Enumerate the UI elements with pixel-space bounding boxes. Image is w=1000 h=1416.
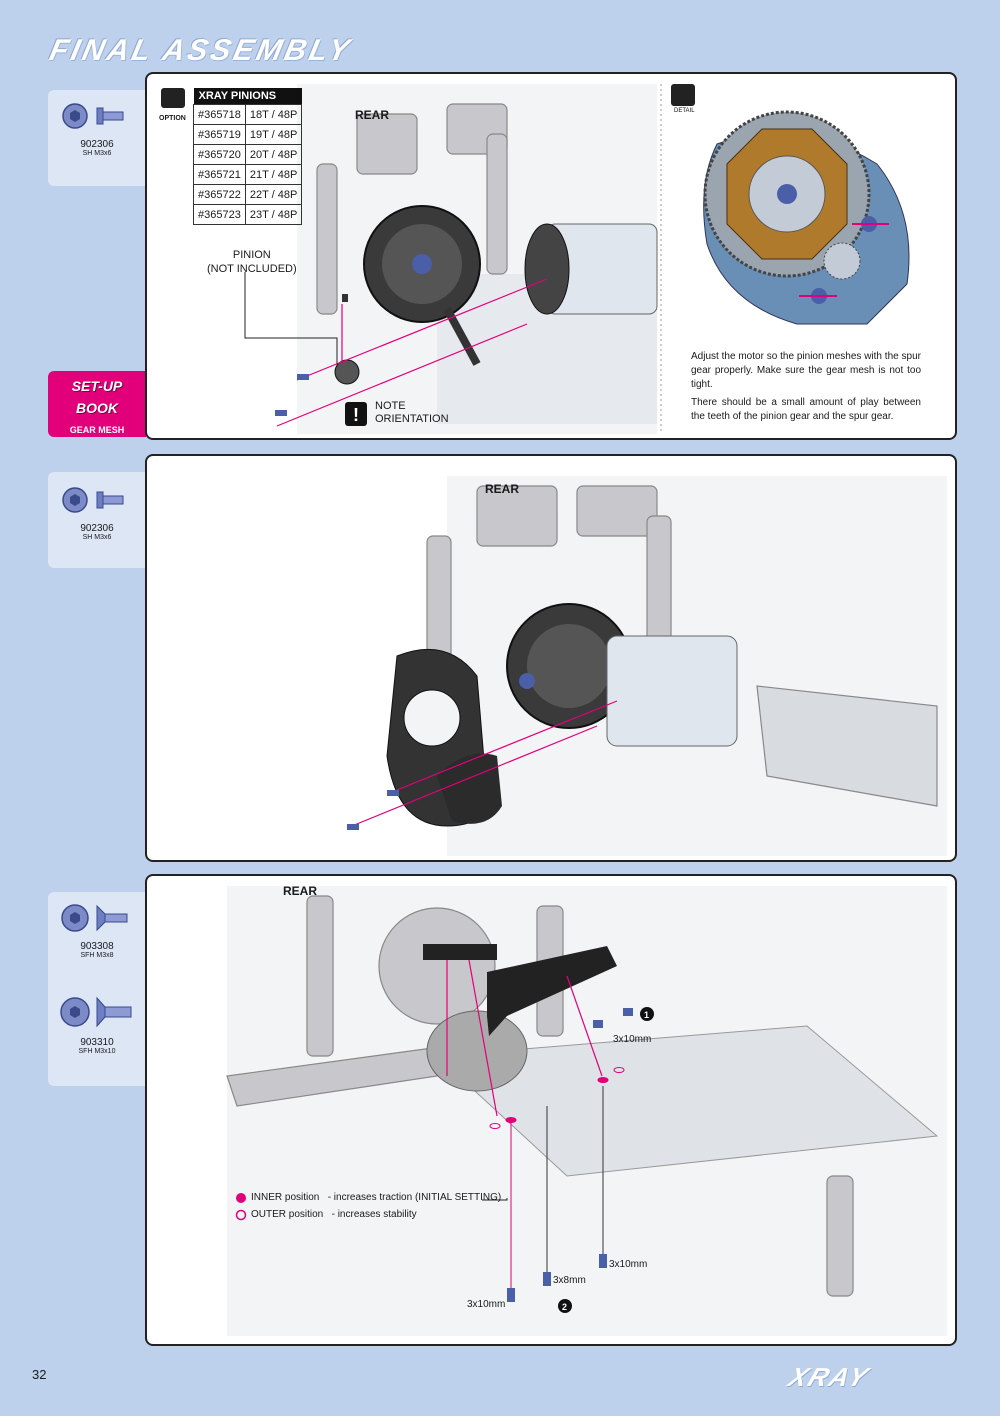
part-number: 902306 <box>80 523 114 534</box>
part-desc: SFH M3x8 <box>80 952 114 959</box>
instruction-1: Adjust the motor so the pinion meshes wi… <box>691 351 921 390</box>
part-desc: SFH M3x10 <box>78 1048 116 1055</box>
screw-length-label: 3x10mm <box>609 1259 648 1270</box>
inner-position-note: INNER position - increases traction (INI… <box>251 1192 502 1203</box>
step-panel-2: REAR <box>145 454 957 862</box>
svg-text:!: ! <box>353 405 359 425</box>
part-number: 903308 <box>80 941 114 952</box>
parts-sidebar-2: 902306 SH M3x6 <box>48 472 146 568</box>
screw-length-label: 3x8mm <box>553 1275 586 1286</box>
part-number: 903310 <box>80 1037 114 1048</box>
screw-length-label: 3x10mm <box>613 1034 652 1045</box>
part-desc: SH M3x6 <box>82 534 112 541</box>
outer-position-note: OUTER position - increases stability <box>251 1209 417 1220</box>
screw-icon <box>62 487 124 513</box>
step-panel-3: 1 2 REAR INNER position - increases trac… <box>145 874 957 1346</box>
step-1-badge: 1 <box>644 1010 649 1020</box>
page-title: FINAL ASSEMBLY <box>46 34 356 67</box>
setup-label-2: BOOK <box>76 400 118 416</box>
detail-label: DETAIL <box>674 108 695 114</box>
page-number: 32 <box>32 1367 47 1382</box>
detail-gear-view <box>703 110 910 325</box>
setup-label-3: GEAR MESH <box>69 425 125 435</box>
pinion-table-header: XRAY PINIONS <box>193 88 302 105</box>
parts-sidebar-1: 902306 SH M3x6 <box>48 90 146 186</box>
step-2-badge: 2 <box>562 1302 567 1312</box>
option-label: OPTION <box>159 115 186 122</box>
pinion-label: PINION(NOT INCLUDED) <box>207 249 297 275</box>
countersunk-screw-icon <box>61 904 128 932</box>
assembly-illustration-3: 1 2 <box>226 886 947 1336</box>
screw-length-label: 3x10mm <box>467 1299 506 1310</box>
assembly-illustration-1: DETAIL ! <box>161 84 910 434</box>
rear-label: REAR <box>355 108 390 122</box>
screw-icon <box>62 103 124 129</box>
assembly-illustration-2 <box>346 476 947 856</box>
instruction-2: There should be a small amount of play b… <box>691 397 921 422</box>
setup-label-1: SET-UP <box>71 378 123 394</box>
rear-label: REAR <box>485 482 520 496</box>
part-number: 902306 <box>80 139 114 150</box>
part-desc: SH M3x6 <box>82 150 112 157</box>
setup-book-tab[interactable]: SET-UP BOOK GEAR MESH <box>48 371 146 437</box>
brand-logo: XRAY <box>784 1362 874 1392</box>
rear-label: REAR <box>283 884 318 898</box>
parts-sidebar-3: 903308 SFH M3x8 903310 SFH M3x10 <box>48 892 146 1086</box>
countersunk-screw-icon <box>60 996 132 1028</box>
